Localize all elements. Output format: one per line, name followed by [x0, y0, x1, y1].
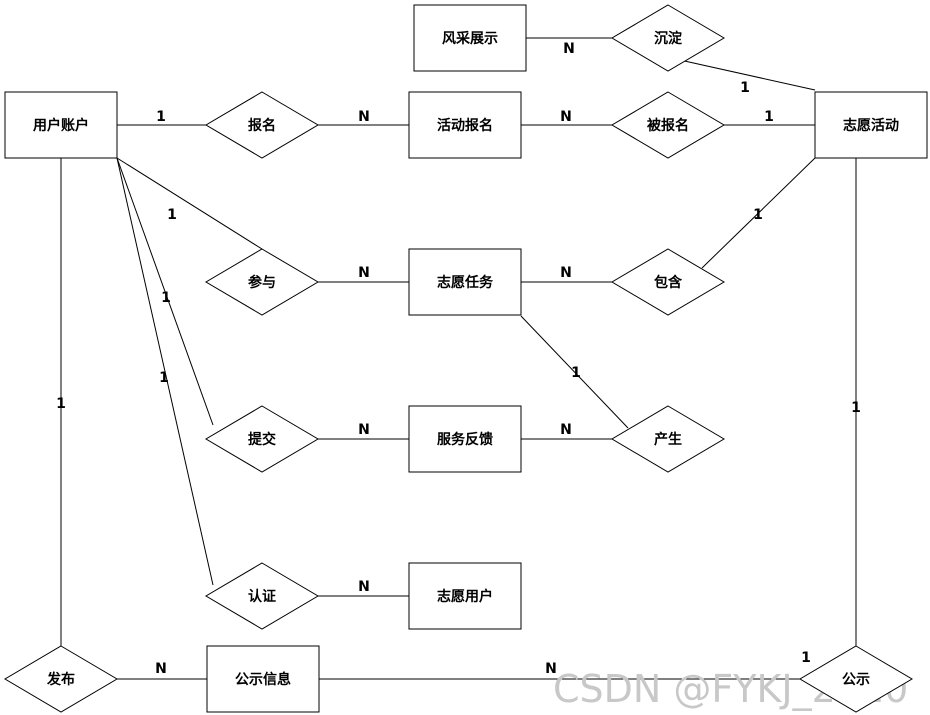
cardinality-label: 1 — [801, 650, 811, 666]
relationships: 沉淀 报名 被报名 参与 包含 提交 产生 认证 — [4, 4, 725, 713]
connector-lines — [60, 37, 857, 680]
relationship-gongshi[interactable]: 公示 — [799, 645, 913, 713]
cardinality-label: 1 — [167, 207, 177, 223]
cardinality-label: 1 — [159, 370, 169, 386]
relationship-label: 包含 — [654, 274, 683, 291]
relationship-baoming[interactable]: 报名 — [205, 91, 319, 159]
relationship-renzheng[interactable]: 认证 — [205, 562, 319, 630]
cardinality-label: 1 — [753, 207, 763, 223]
relationship-canyu[interactable]: 参与 — [205, 248, 319, 316]
cardinality-label: 1 — [764, 109, 774, 125]
entity-volunteer-user[interactable]: 志愿用户 — [408, 562, 522, 630]
relationship-beibaoming[interactable]: 被报名 — [611, 91, 725, 159]
cardinality-label: 1 — [56, 396, 66, 412]
relationship-label: 提交 — [248, 431, 276, 448]
cardinality-label: N — [155, 661, 167, 677]
relationship-label: 被报名 — [647, 117, 689, 134]
line-user-tijiao — [116, 157, 214, 426]
entity-fengcai[interactable]: 风采展示 — [413, 4, 527, 72]
cardinality-label: 1 — [740, 80, 750, 96]
relationship-fabu[interactable]: 发布 — [4, 645, 118, 713]
relationship-label: 产生 — [654, 431, 682, 448]
relationship-label: 发布 — [46, 671, 75, 688]
entity-label: 用户账户 — [33, 117, 89, 134]
relationship-chansheng[interactable]: 产生 — [611, 405, 725, 473]
entity-label: 志愿用户 — [437, 588, 493, 605]
line-user-renzheng — [116, 157, 214, 586]
cardinality-label: N — [560, 265, 572, 281]
entity-label: 服务反馈 — [437, 431, 493, 448]
entity-public-notice[interactable]: 公示信息 — [206, 645, 320, 713]
relationship-label: 公示 — [842, 672, 870, 688]
entity-label: 风采展示 — [442, 30, 498, 47]
cardinality-label: N — [560, 109, 572, 125]
line-baohan-activity — [701, 157, 816, 269]
cardinality-label: N — [358, 109, 370, 125]
entity-label: 活动报名 — [437, 117, 493, 134]
relationship-tijiao[interactable]: 提交 — [205, 405, 319, 473]
relationship-baohan[interactable]: 包含 — [611, 248, 725, 316]
cardinality-label: N — [358, 265, 370, 281]
relationship-chendian[interactable]: 沉淀 — [611, 4, 725, 72]
cardinality-label: N — [563, 41, 575, 57]
entity-service-feedback[interactable]: 服务反馈 — [408, 405, 522, 473]
relationship-label: 报名 — [248, 117, 276, 134]
entities: 风采展示 用户账户 活动报名 志愿活动 志愿任务 服务反馈 志愿用户 公示信息 — [4, 4, 928, 713]
cardinality-label: 1 — [571, 365, 581, 381]
cardinality-label: 1 — [156, 109, 166, 125]
cardinality-label: N — [545, 661, 557, 677]
line-chendian-activity — [679, 59, 816, 91]
relationship-label: 认证 — [248, 588, 276, 605]
entity-user-account[interactable]: 用户账户 — [4, 91, 118, 159]
cardinality-label: N — [358, 579, 370, 595]
cardinality-label: N — [358, 422, 370, 438]
relationship-label: 参与 — [248, 274, 276, 291]
entity-label: 公示信息 — [235, 671, 291, 688]
cardinality-label: 1 — [851, 400, 861, 416]
entity-volunteer-activity[interactable]: 志愿活动 — [814, 91, 928, 159]
entity-activity-signup[interactable]: 活动报名 — [408, 91, 522, 159]
entity-label: 志愿任务 — [437, 274, 494, 291]
cardinality-label: N — [560, 422, 572, 438]
relationship-label: 沉淀 — [654, 30, 683, 47]
entity-label: 志愿活动 — [843, 117, 899, 134]
line-task-chansheng — [520, 315, 629, 429]
entity-volunteer-task[interactable]: 志愿任务 — [408, 248, 522, 316]
line-user-canyu — [116, 157, 263, 250]
cardinalities: N 1 1 N N 1 1 N N 1 1 N N 1 1 N 1 1 N N … — [56, 41, 861, 677]
cardinality-label: 1 — [161, 290, 171, 306]
